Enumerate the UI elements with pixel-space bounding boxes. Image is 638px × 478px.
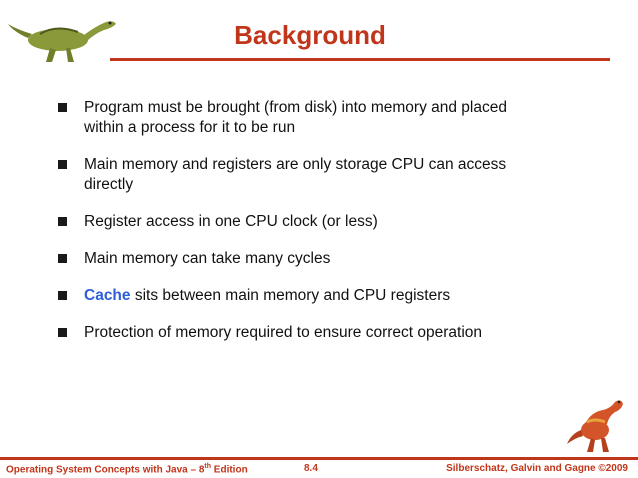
bullet-item: Register access in one CPU clock (or les… [58,212,538,232]
square-bullet-icon [58,254,67,263]
bullet-item: Main memory and registers are only stora… [58,155,538,195]
slide-title: Background [234,20,386,50]
bullet-text: Register access in one CPU clock (or les… [84,213,378,230]
footer-rule [0,457,638,460]
footer-course-title: Operating System Concepts with Java – 8t… [6,463,248,476]
bullet-item: Protection of memory required to ensure … [58,323,538,343]
square-bullet-icon [58,217,67,226]
square-bullet-icon [58,291,67,300]
footer-copyright: Silberschatz, Galvin and Gagne ©2009 [446,463,628,474]
bullet-item: Program must be brought (from disk) into… [58,98,538,138]
bullet-item: Main memory can take many cycles [58,249,538,269]
bullet-text: sits between main memory and CPU registe… [130,287,451,304]
dinosaur-mascot-icon [567,400,623,452]
square-bullet-icon [58,103,67,112]
bullet-item: Cache sits between main memory and CPU r… [58,286,538,306]
cache-highlight: Cache [84,287,131,304]
footer-page-number: 8.4 [304,463,318,474]
dinosaur-logo-icon [8,21,116,62]
bullet-text: Main memory can take many cycles [84,250,331,267]
title-underline [110,58,610,61]
square-bullet-icon [58,160,67,169]
bullet-text: Program must be brought (from disk) into… [84,99,507,136]
square-bullet-icon [58,328,67,337]
bullet-text: Protection of memory required to ensure … [84,324,483,341]
bullet-text: Main memory and registers are only stora… [84,156,507,193]
bullet-list: Program must be brought (from disk) into… [58,98,538,360]
